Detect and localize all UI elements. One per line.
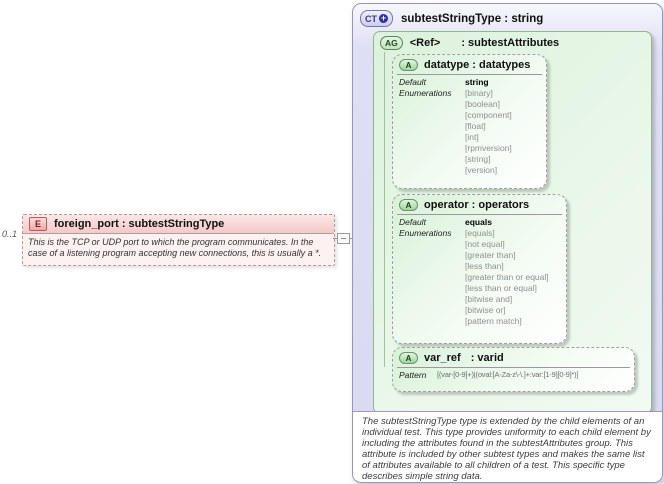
default-label: Default (399, 217, 426, 227)
attribute-box-operator: A operator : operators Default Enumerati… (392, 194, 567, 344)
enumerations-label: Enumerations (399, 228, 452, 238)
enum-value: [rpmversion] (465, 143, 512, 153)
element-title: foreign_port : subtestStringType (54, 218, 225, 230)
element-badge-icon: E (29, 217, 47, 231)
attribute-header[interactable]: A var_ref : varid (393, 348, 634, 366)
attribute-title: var_ref : varid (424, 352, 504, 364)
complex-type-badge-icon: CT + (360, 10, 393, 27)
element-box-foreign-port: E foreign_port : subtestStringType This … (22, 214, 335, 266)
attribute-title: operator : operators (424, 199, 530, 211)
enum-value: [pattern match] (465, 316, 522, 326)
complex-type-title: subtestStringType : string (401, 12, 544, 25)
enum-value: [string] (465, 154, 491, 164)
attribute-badge-icon: A (399, 59, 418, 71)
enum-value: [bitwise and] (465, 294, 513, 304)
attribute-group-header[interactable]: AG <Ref> : subtestAttributes (374, 32, 651, 50)
facet-labels: Default Enumerations (399, 217, 465, 327)
attribute-header[interactable]: A operator : operators (393, 195, 566, 213)
attribute-badge-icon: A (399, 199, 418, 211)
pattern-label: Pattern (399, 370, 427, 380)
enum-value: [greater than] (465, 250, 516, 260)
enum-value: [less than] (465, 261, 504, 271)
divider (397, 74, 542, 75)
complex-type-header: CT + subtestStringType : string (353, 4, 662, 27)
enum-value: [bitwise or] (465, 305, 506, 315)
pattern-row: Pattern [(var-[0-9]+)|(oval:[A-Za-z\-\.]… (393, 368, 634, 380)
cardinality-label: 0..1 (2, 229, 18, 239)
attribute-header[interactable]: A datatype : datatypes (393, 55, 546, 73)
expand-handle-icon[interactable] (337, 233, 350, 244)
attribute-group-name: <Ref> (409, 37, 441, 49)
attribute-name: var_ref (424, 352, 461, 364)
enum-value: [version] (465, 165, 498, 175)
attribute-title: datatype : datatypes (424, 59, 531, 71)
element-annotation: This is the TCP or UDP port to which the… (28, 237, 322, 258)
enum-value: [not equal] (465, 239, 505, 249)
facet-table: Default Enumerations string [binary][boo… (393, 75, 546, 176)
attribute-group-type: : subtestAttributes (461, 37, 560, 49)
facet-table: Default Enumerations equals [equals][not… (393, 215, 566, 327)
attribute-box-var-ref: A var_ref : varid Pattern [(var-[0-9]+)|(… (392, 347, 635, 392)
default-label: Default (399, 77, 426, 87)
enumerations-label: Enumerations (399, 88, 452, 98)
facet-values: equals [equals][not equal][greater than]… (465, 217, 564, 327)
plus-icon[interactable]: + (379, 13, 388, 23)
enum-value: [boolean] (465, 99, 500, 109)
enum-value: [less than or equal] (465, 283, 537, 293)
complex-type-box: CT + subtestStringType : string AG <Ref>… (352, 3, 663, 483)
divider (397, 214, 562, 215)
attribute-type: : varid (470, 352, 504, 364)
element-header[interactable]: E foreign_port : subtestStringType (23, 215, 334, 234)
default-value: equals (465, 217, 492, 227)
enum-value: [component] (465, 110, 512, 120)
default-value: string (465, 77, 489, 87)
attribute-group-badge-icon: AG (380, 36, 403, 50)
complex-type-badge-label: CT (365, 13, 377, 24)
enum-value: [float] (465, 121, 486, 131)
pattern-value: [(var-[0-9]+)|(oval:[A-Za-z\-\.]+:var:[1… (437, 370, 579, 379)
attribute-group-box: AG <Ref> : subtestAttributes A datatype … (373, 31, 652, 414)
enum-value: [int] (465, 132, 479, 142)
enum-value: [equals] (465, 228, 495, 238)
enum-value: [binary] (465, 88, 493, 98)
tree-connector-line (384, 52, 385, 367)
documentation-panel: The subtestStringType type is extended b… (353, 411, 662, 482)
divider (397, 367, 630, 368)
attribute-badge-icon: A (399, 352, 418, 364)
enum-value: [greater than or equal] (465, 272, 549, 282)
facet-labels: Default Enumerations (399, 77, 465, 176)
attribute-box-datatype: A datatype : datatypes Default Enumerati… (392, 54, 547, 189)
facet-values: string [binary][boolean][component][floa… (465, 77, 544, 176)
documentation-text: The subtestStringType type is extended b… (362, 416, 651, 482)
